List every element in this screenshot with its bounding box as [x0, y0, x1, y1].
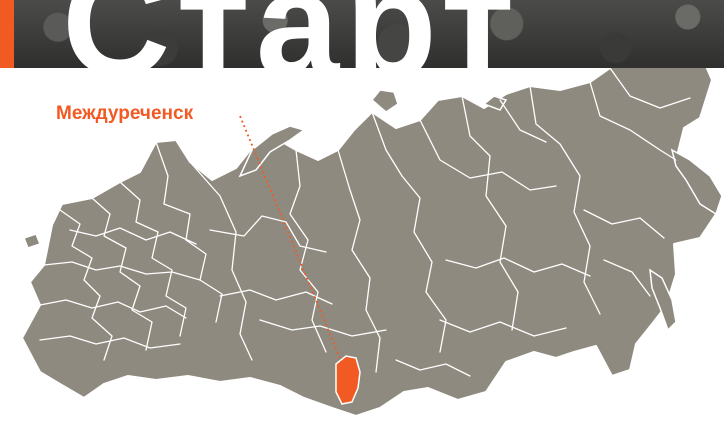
- kaliningrad-exclave: [23, 233, 41, 249]
- banner-title: Старт: [62, 0, 520, 68]
- russia-regions-map: [21, 68, 723, 417]
- region-borders: [39, 68, 691, 377]
- kamchatka-peninsula: [670, 148, 723, 216]
- russia-mainland: [21, 68, 717, 417]
- sakhalin-island: [649, 268, 677, 332]
- banner-accent-bar: [0, 0, 14, 68]
- severnaya-zemlya-island: [370, 89, 399, 113]
- photo-banner: Старт: [0, 0, 724, 68]
- new-siberian-islands: [482, 95, 508, 111]
- callout-leader-line: [239, 115, 345, 369]
- callout-label-mezhdurechensk: Междуреченск: [56, 103, 194, 124]
- kemerovo-oblast-highlight: [335, 355, 361, 405]
- novaya-zemlya-island: [238, 125, 306, 178]
